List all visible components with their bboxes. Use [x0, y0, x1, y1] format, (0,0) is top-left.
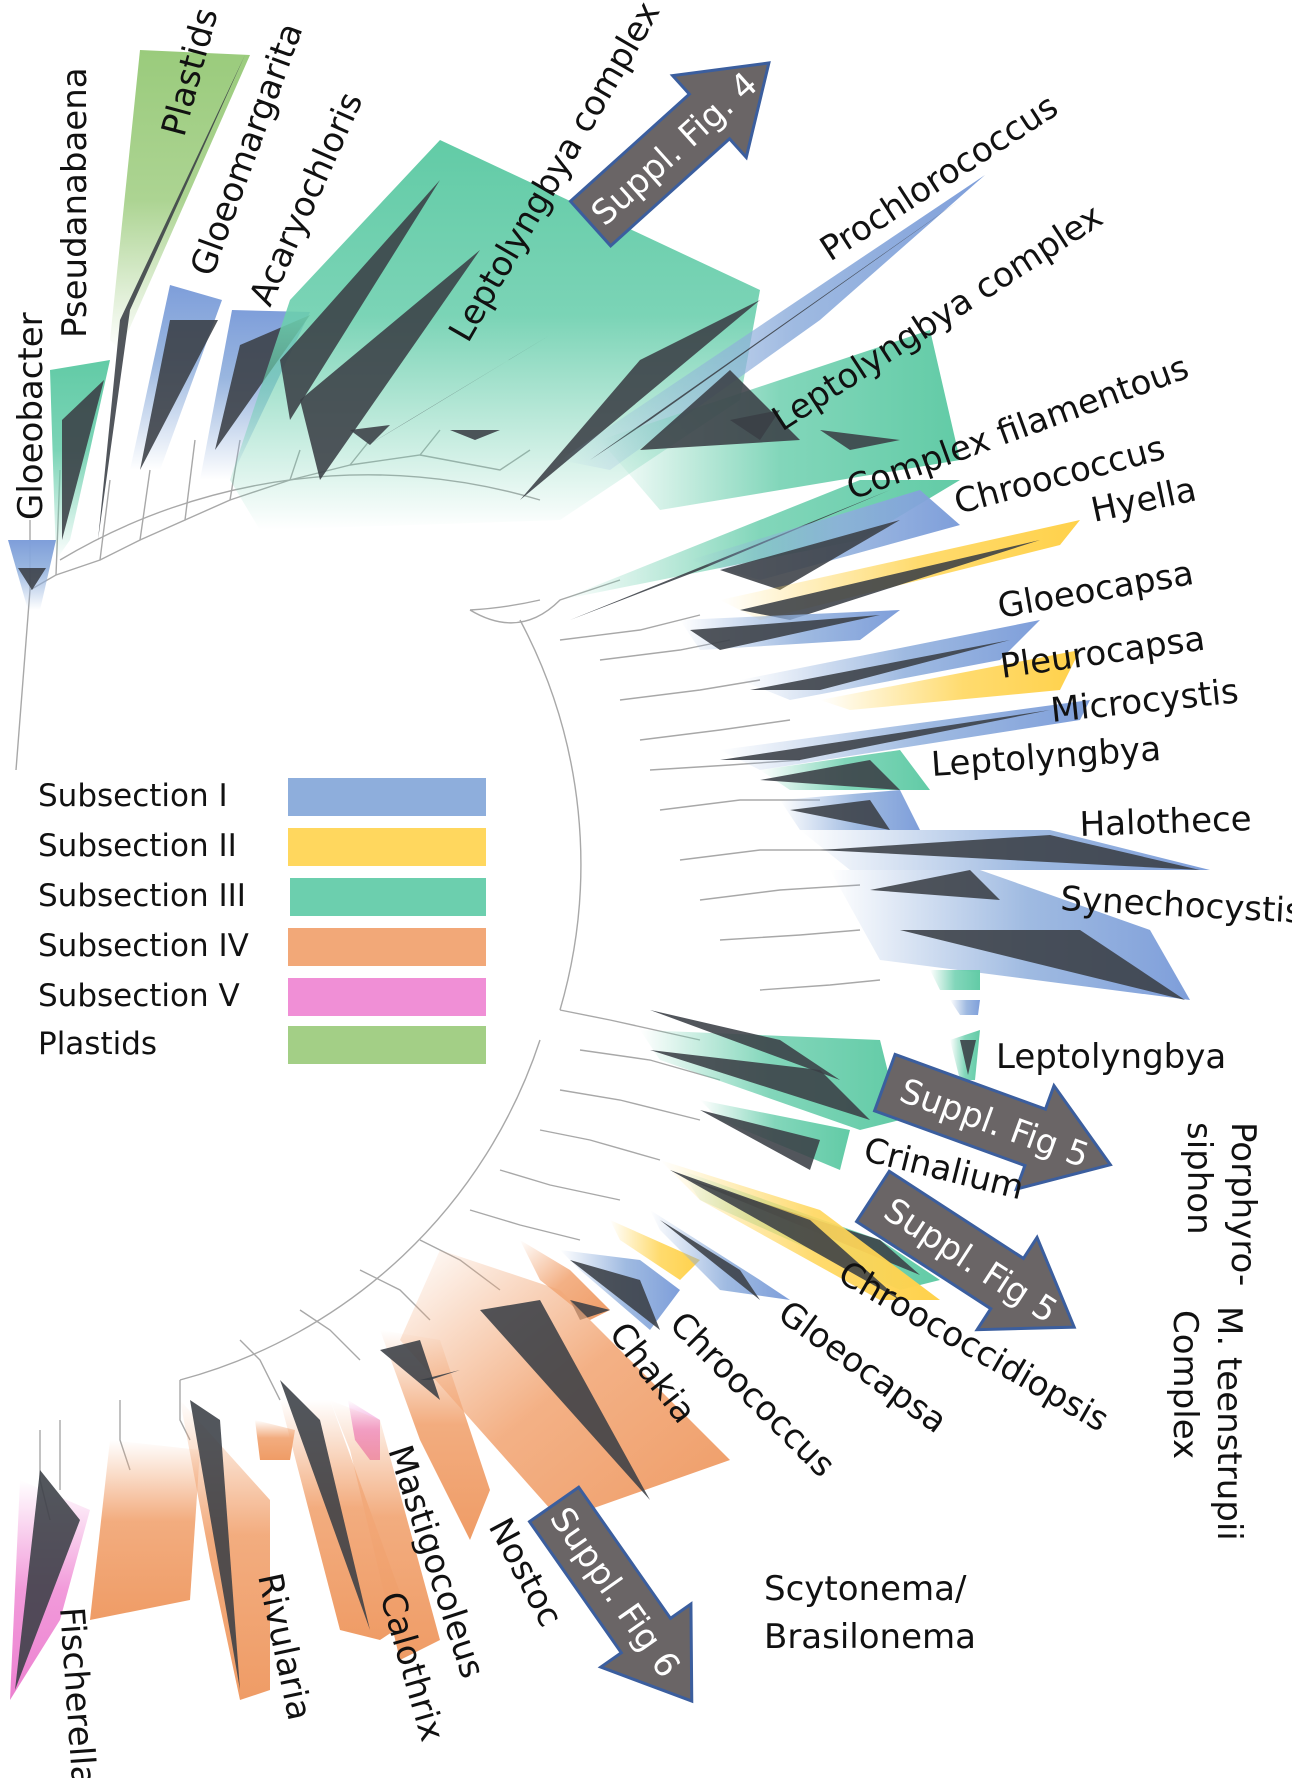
clade-mastigocoleus-fill	[330, 1400, 440, 1660]
clade-chroococcidiopsis-dark	[670, 1170, 900, 1300]
label-leptolyngbya-2: Leptolyngbya	[996, 1037, 1226, 1077]
clade-synechocystis-dark-b	[900, 930, 1185, 1000]
label-scytonema-1: Scytonema/	[764, 1569, 967, 1609]
legend-item-subsection-4: Subsection IV	[38, 928, 486, 966]
clade-chroococcus-1-dark	[720, 520, 900, 590]
label-porphyrosiphon-1: Porphyro-	[1223, 1122, 1263, 1286]
clade-hyella-dark	[740, 540, 1040, 620]
legend-label: Subsection I	[38, 778, 228, 814]
clade-small-yellow	[610, 1220, 700, 1280]
clade-calothrix-dark	[280, 1380, 370, 1630]
clade-leptolyngbya-complex-1-dark-e	[450, 430, 500, 440]
clade-small-blue-dark	[790, 800, 890, 830]
clade-orange-left	[90, 1440, 200, 1620]
label-halothece: Halothece	[1079, 799, 1252, 845]
clade-fischerella-dark	[15, 1470, 80, 1690]
clade-synechocystis-dark-a	[870, 870, 1000, 900]
legend-swatch	[288, 928, 486, 966]
legend: Subsection I Subsection II Subsection II…	[38, 778, 486, 1064]
clade-small-orange	[255, 1420, 295, 1460]
legend-item-subsection-1: Subsection I	[38, 778, 486, 816]
legend-item-subsection-3: Subsection III	[38, 878, 486, 916]
clade-prochlorococcus-fill	[560, 175, 985, 470]
clade-nostoc-fill	[380, 1330, 490, 1540]
legend-item-subsection-5: Subsection V	[38, 978, 486, 1016]
clade-leptolyngbya-complex-1-dark-a	[280, 180, 440, 420]
label-m-teenstrupii-2: Complex	[1165, 1310, 1205, 1459]
clade-nostoc-dark-b	[420, 1370, 460, 1380]
legend-label: Subsection III	[38, 878, 246, 914]
legend-label: Subsection IV	[38, 928, 249, 964]
clade-porphyrosiphon-dark-a	[650, 1010, 840, 1080]
label-gloeobacter: Gloeobacter	[11, 312, 51, 520]
clade-small-blue-b	[950, 1000, 980, 1015]
clade-small-green-a	[930, 970, 980, 990]
label-porphyrosiphon-2: siphon	[1179, 1122, 1219, 1235]
clade-rivularia-dark	[190, 1400, 240, 1690]
legend-swatch	[288, 1026, 486, 1064]
clade-gloeocapsa-2-dark	[660, 1220, 760, 1300]
legend-item-plastids: Plastids	[38, 1026, 486, 1064]
clade-leptolyngbya-complex-2-dark-c	[820, 430, 900, 450]
legend-item-subsection-2: Subsection II	[38, 828, 486, 866]
clade-pseudanabaena-dark	[62, 380, 104, 540]
clade-gloeocapsa-2-fill	[650, 1210, 790, 1300]
clade-nostoc-dark-a	[380, 1340, 440, 1400]
clade-chroococcus-2-dark	[570, 1260, 660, 1330]
clade-gloeocapsa-1-dark	[690, 615, 880, 650]
legend-label: Subsection II	[38, 828, 237, 864]
label-pseudanabaena: Pseudanabaena	[55, 67, 95, 338]
clade-leptolyngbya-2-dark	[960, 1040, 976, 1075]
clade-chakia-fill	[520, 1240, 610, 1320]
clade-leptolyngbya-complex-1-dark-c	[360, 335, 550, 450]
clade-leptolyngbya-complex-1-dark-d	[350, 425, 390, 445]
label-m-teenstrupii-1: M. teenstrupii	[1209, 1306, 1249, 1541]
clade-gloeomargarita-dark	[140, 320, 218, 470]
legend-swatch	[290, 878, 486, 916]
clade-pleurocapsa-dark	[750, 640, 1010, 690]
legend-swatch	[288, 828, 486, 866]
legend-label: Plastids	[38, 1026, 157, 1062]
clade-leptolyngbya-1-dark	[760, 760, 900, 790]
clade-halothece-dark	[820, 835, 1200, 870]
clade-chroococcus-1-fill	[690, 490, 960, 580]
clade-microcystis-dark	[720, 710, 1050, 760]
label-scytonema-2: Brasilonema	[764, 1617, 976, 1657]
clade-scytonema-dark	[480, 1300, 650, 1500]
clade-porphyrosiphon-dark-b	[650, 1050, 870, 1120]
clade-leptolyngbya-complex-1-dark-b	[300, 250, 480, 480]
clade-prochlorococcus-dark	[590, 200, 960, 460]
label-fischerella: Fischerella	[51, 1606, 103, 1778]
legend-swatch	[288, 778, 486, 816]
clade-leptolyngbya-complex-2-dark-b	[730, 410, 780, 440]
clade-crinalium-dark	[700, 1110, 820, 1170]
legend-swatch	[288, 978, 486, 1016]
legend-label: Subsection V	[38, 978, 240, 1014]
clade-shapes	[8, 50, 1210, 1700]
label-gloeocapsa-1: Gloeocapsa	[995, 553, 1197, 627]
clade-pleurocapsa-yellow	[820, 650, 1080, 710]
clade-gloeobacter-dark	[18, 568, 46, 590]
label-microcystis: Microcystis	[1049, 671, 1241, 730]
